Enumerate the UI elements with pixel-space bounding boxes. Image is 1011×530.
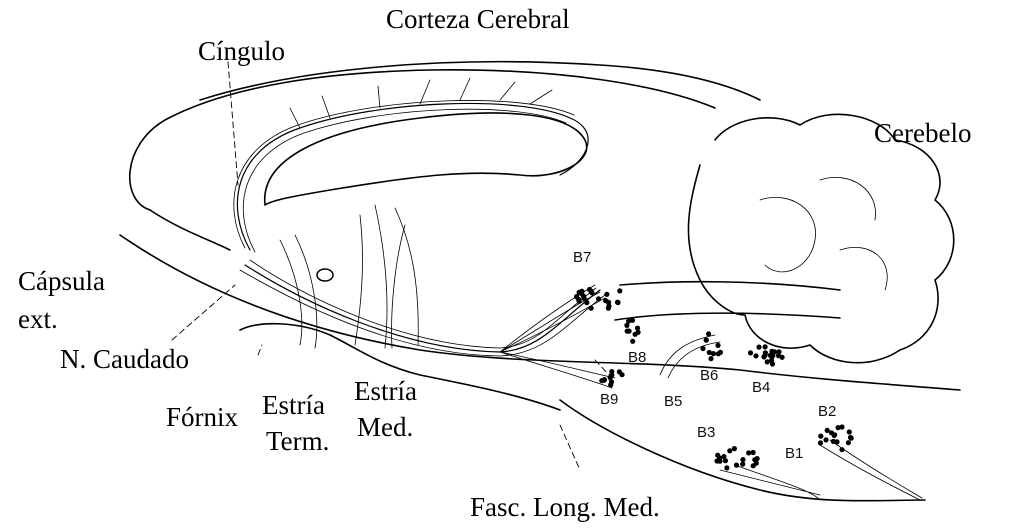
label-fasc-long-med: Fasc. Long. Med.	[470, 494, 660, 521]
nucleus-dot	[619, 372, 624, 377]
nucleus-label-b9: B9	[600, 392, 618, 407]
nucleus-dot	[768, 353, 773, 358]
cingulum-bundle	[237, 103, 588, 250]
nucleus-dot	[589, 306, 594, 311]
nucleus-dot	[823, 437, 828, 442]
nucleus-dot	[780, 355, 785, 360]
nucleus-dot	[715, 343, 720, 348]
nucleus-dot	[584, 300, 589, 305]
nucleus-dot	[579, 291, 584, 296]
nucleus-dot	[711, 351, 716, 356]
thalamus-oval	[317, 269, 333, 281]
cortex-lobe	[150, 210, 230, 250]
nucleus-dot	[740, 457, 745, 462]
nucleus-dot	[630, 339, 635, 344]
nucleus-dot	[577, 298, 582, 303]
nucleus-label-b8: B8	[628, 350, 646, 365]
nucleus-dot	[704, 337, 709, 342]
brainstem-outline	[120, 235, 960, 390]
nucleus-dot	[818, 440, 823, 445]
nucleus-dot	[706, 331, 711, 336]
nucleus-label-b7: B7	[573, 250, 591, 265]
nucleus-dot	[761, 354, 766, 359]
label-fornix: Fórnix	[166, 404, 238, 431]
nucleus-label-b4: B4	[752, 380, 770, 395]
nucleus-dot	[836, 425, 841, 430]
nucleus-dot	[751, 450, 756, 455]
nucleus-label-b3: B3	[697, 425, 715, 440]
nucleus-dot	[602, 377, 607, 382]
nucleus-dot	[587, 287, 592, 292]
label-cerebelo: Cerebelo	[874, 120, 971, 147]
nucleus-dot	[752, 457, 757, 462]
nucleus-dot	[700, 346, 705, 351]
nucleus-dot	[839, 447, 844, 452]
label-estria-term-2: Term.	[266, 428, 329, 455]
cortex-outline	[130, 70, 715, 210]
nucleus-dot	[748, 350, 753, 355]
nucleus-dot	[818, 434, 823, 439]
nucleus-dot	[635, 326, 640, 331]
nucleus-dot	[626, 319, 631, 324]
nucleus-dot	[724, 465, 729, 470]
nucleus-dot	[716, 351, 721, 356]
nucleus-dot	[609, 369, 614, 374]
nucleus-dot	[746, 450, 751, 455]
nucleus-dot	[717, 456, 722, 461]
nucleus-dot	[615, 300, 620, 305]
nucleus-dot	[734, 463, 739, 468]
nucleus-dot	[740, 462, 745, 467]
label-n-caudado: N. Caudado	[60, 346, 189, 373]
nucleus-dot	[832, 432, 837, 437]
label-corteza-cerebral: Corteza Cerebral	[386, 6, 570, 33]
nucleus-dot	[604, 292, 609, 297]
nucleus-dot	[606, 304, 611, 309]
nucleus-dot	[617, 288, 622, 293]
label-estria-med-1: Estría	[354, 378, 417, 405]
label-estria-term-1: Estría	[262, 392, 325, 419]
nucleus-dot	[753, 353, 758, 358]
corpus-callosum	[265, 113, 587, 205]
cerebellum-outline	[715, 114, 954, 362]
label-capsula-ext: ext.	[18, 306, 58, 333]
nucleus-label-b5: B5	[664, 394, 682, 409]
nucleus-dot	[708, 356, 713, 361]
nucleus-dot	[848, 435, 853, 440]
nucleus-dot	[847, 429, 852, 434]
nucleus-dot	[763, 344, 768, 349]
nucleus-label-b2: B2	[818, 404, 836, 419]
nucleus-dot	[627, 329, 632, 334]
nucleus-dot	[756, 345, 761, 350]
nucleus-label-b1: B1	[785, 446, 803, 461]
label-capsula: Cápsula	[18, 268, 105, 295]
nucleus-dot	[769, 358, 774, 363]
label-cingulo: Cíngulo	[198, 38, 285, 65]
nucleus-dot	[727, 448, 732, 453]
medial-forebrain-bundle	[245, 265, 600, 352]
nucleus-dot	[834, 439, 839, 444]
nucleus-dot	[608, 375, 613, 380]
nucleus-dot	[732, 446, 737, 451]
nucleus-dot	[596, 296, 601, 301]
nucleus-dot	[608, 382, 613, 387]
nucleus-dot	[751, 463, 756, 468]
nucleus-label-b6: B6	[700, 368, 718, 383]
nucleus-dot	[846, 440, 851, 445]
label-estria-med-2: Med.	[357, 414, 413, 441]
